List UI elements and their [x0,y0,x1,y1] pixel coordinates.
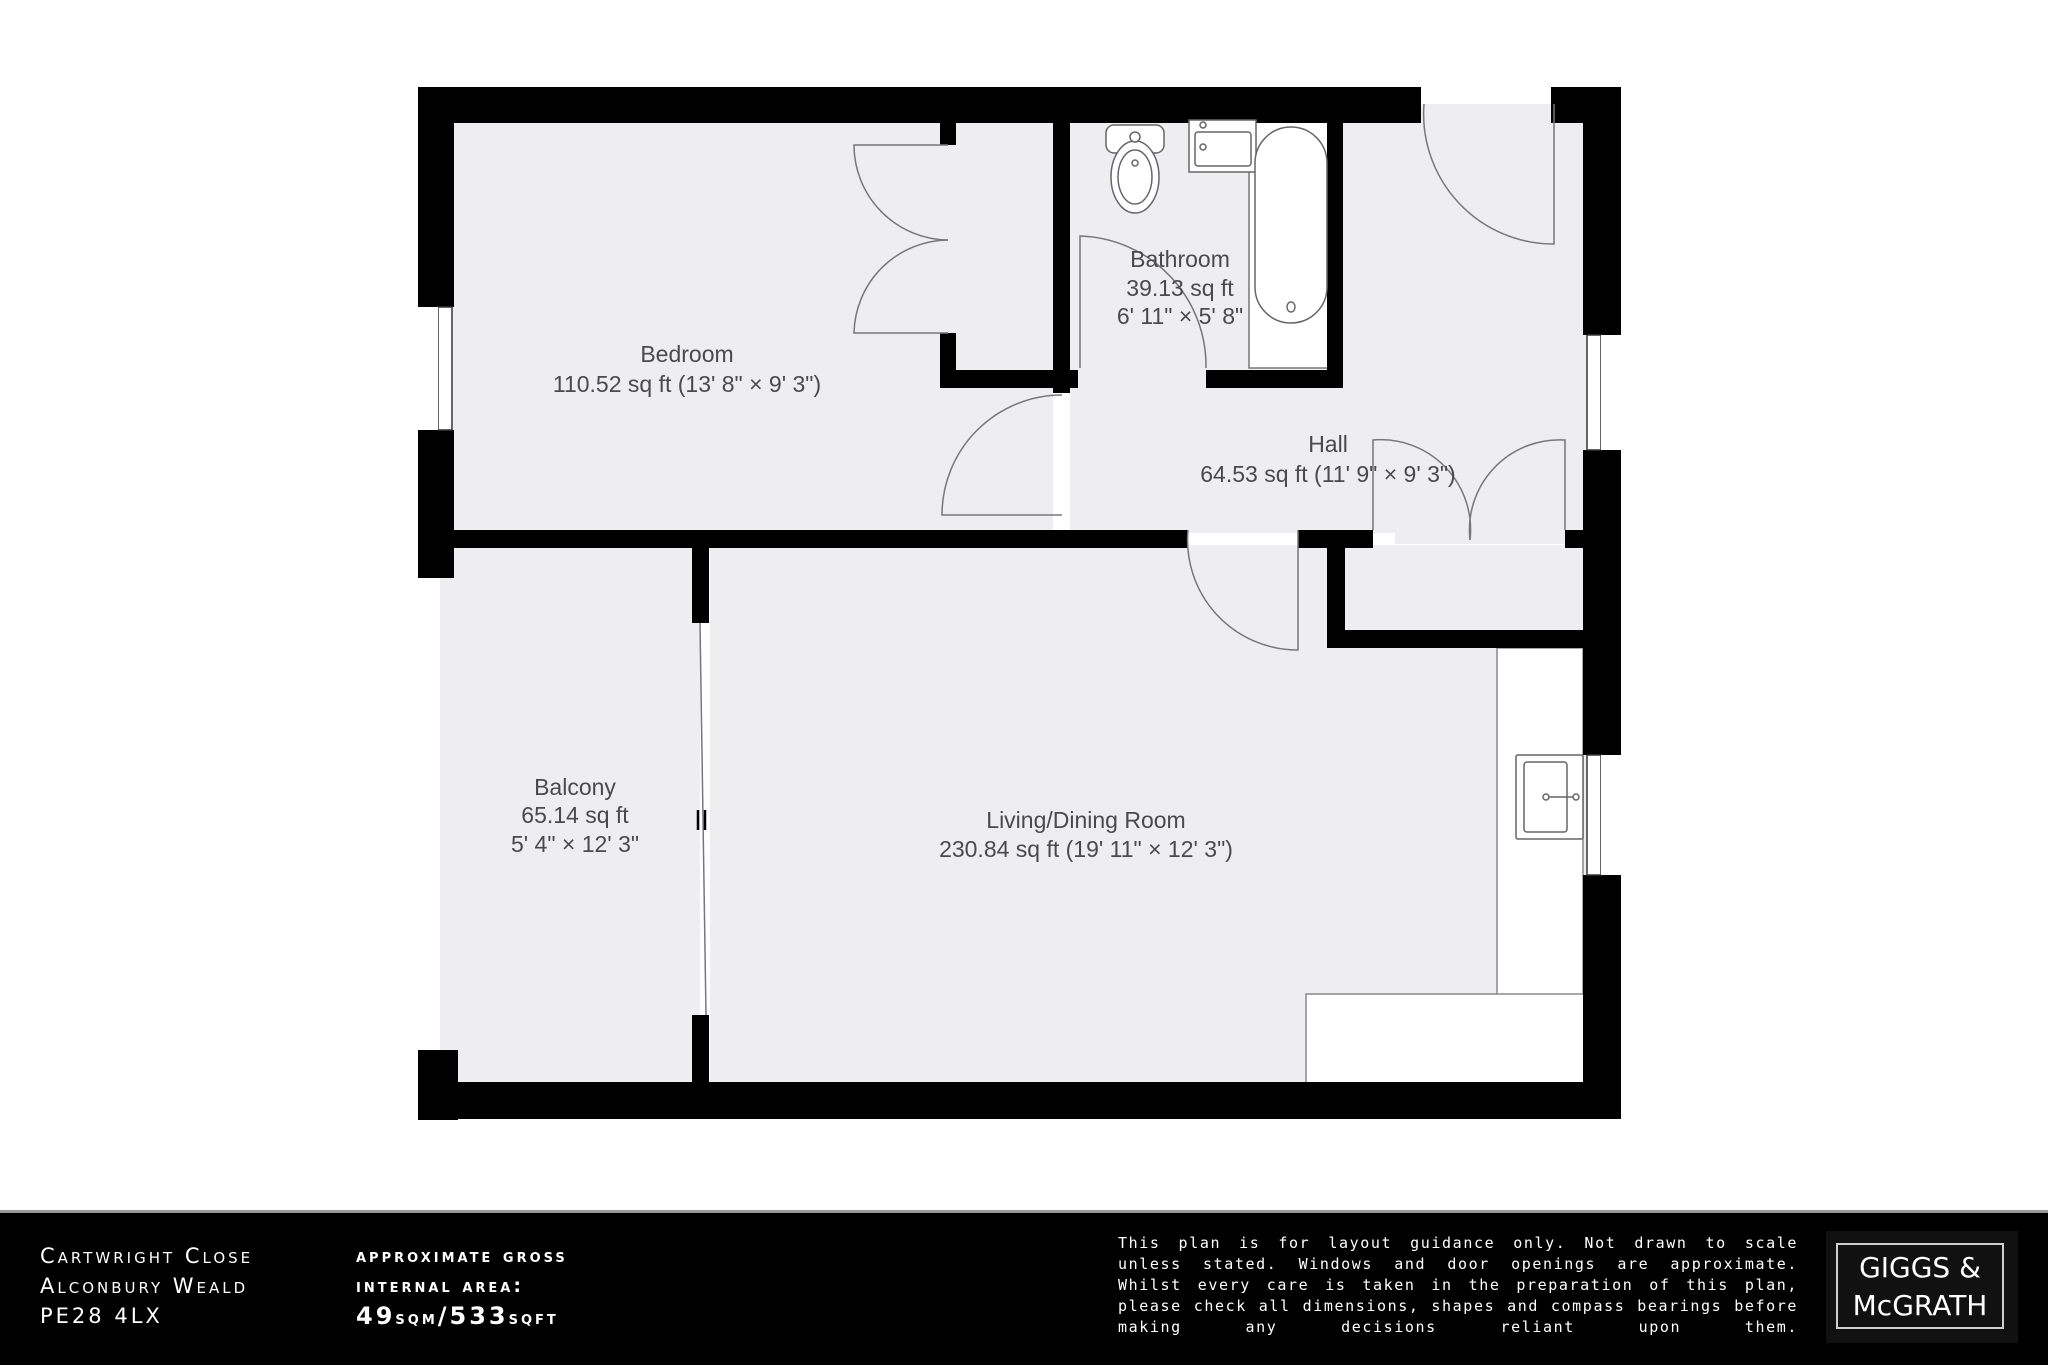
room-label-bathroom: Bathroom 39.13 sq ft 6' 11" × 5' 8" [1117,246,1243,329]
room-name: Bedroom [640,341,733,367]
room-label-living: Living/Dining Room 230.84 sq ft (19' 11"… [939,807,1233,862]
door-swings [699,103,1566,1016]
address-line-street: Cartwright Close [40,1244,254,1268]
room-area: 65.14 sq ft [521,802,629,828]
room-label-bedroom: Bedroom 110.52 sq ft (13' 8" × 9' 3") [553,341,821,397]
logo-frame: GIGGS & McGRATH [1836,1243,2004,1329]
floor-fill [440,104,1590,1085]
room-label-balcony: Balcony 65.14 sq ft 5' 4" × 12' 3" [511,774,639,857]
room-name: Balcony [534,774,616,800]
room-area: 110.52 sq ft (13' 8" × 9' 3") [553,371,821,397]
internal-area: approximate gross internal area: 49sqm/5… [356,1241,568,1333]
walls [418,87,1621,1120]
address-line-town: Alconbury Weald [40,1274,249,1298]
logo-line-1: GIGGS & [1859,1251,1981,1284]
washbasin-icon [1188,119,1257,173]
room-dimensions: 6' 11" × 5' 8" [1117,303,1243,329]
room-dimensions: 5' 4" × 12' 3" [511,831,639,857]
area-separator: / [437,1302,450,1330]
area-sqft-value: 533 [449,1302,509,1330]
footer: Cartwright Close Alconbury Weald PE28 4L… [0,1213,2048,1365]
room-name: Hall [1308,431,1348,457]
address-line-postcode: PE28 4LX [40,1304,163,1328]
room-area: 64.53 sq ft (11' 9" × 9' 3") [1200,461,1455,487]
area-sqm-value: 49 [356,1302,396,1330]
toilet-icon [1105,124,1165,214]
area-sqm-unit: sqm [395,1307,438,1329]
room-label-hall: Hall 64.53 sq ft (11' 9" × 9' 3") [1200,431,1455,487]
sliding-door-marks [696,810,707,830]
area-value: 49sqm/533sqft [356,1301,568,1333]
disclaimer-text: This plan is for layout guidance only. N… [1118,1234,1798,1336]
entrance-opening [1421,87,1551,104]
agent-logo: GIGGS & McGRATH [1826,1231,2018,1343]
room-name: Living/Dining Room [986,807,1185,833]
property-address: Cartwright Close Alconbury Weald PE28 4L… [40,1241,253,1331]
bathtub-icon [1254,126,1328,324]
room-area: 39.13 sq ft [1126,275,1234,301]
area-label-line1: approximate gross [356,1245,568,1267]
room-area: 230.84 sq ft (19' 11" × 12' 3") [939,836,1233,862]
kitchen-sink-icon [1515,754,1584,840]
room-name: Bathroom [1130,246,1230,272]
floor-plan: Bedroom 110.52 sq ft (13' 8" × 9' 3") Ba… [418,87,1621,1120]
footer-divider [0,1210,2048,1213]
logo-line-2: McGRATH [1852,1289,1988,1322]
window [437,306,1602,876]
area-label-line2: internal area: [356,1275,524,1297]
area-sqft-unit: sqft [508,1307,559,1329]
